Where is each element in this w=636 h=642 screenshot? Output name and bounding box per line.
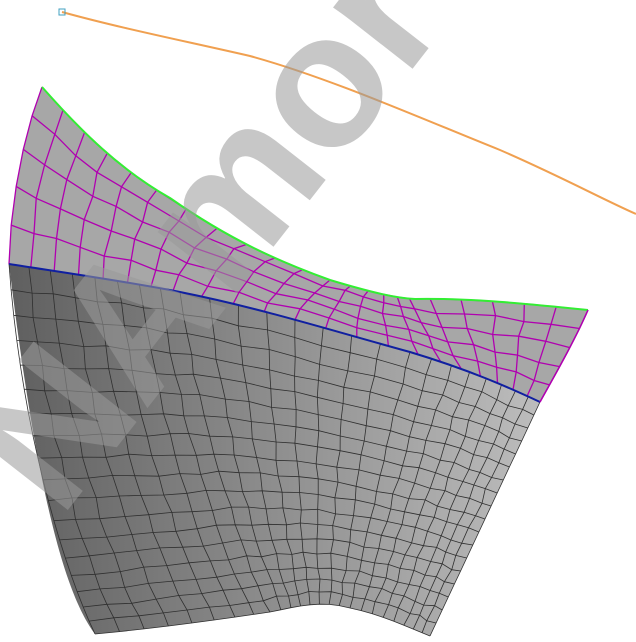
mesh-line	[53, 132, 86, 272]
mesh-line	[232, 257, 276, 305]
mesh-line	[126, 189, 158, 283]
mesh-line	[11, 289, 535, 416]
mesh-line	[201, 243, 247, 297]
mesh-line	[94, 603, 431, 637]
mesh-line	[77, 152, 108, 275]
mesh-line	[37, 453, 492, 507]
mesh-line	[24, 388, 510, 468]
mesh-line	[294, 279, 331, 321]
curve-start-handle[interactable]	[58, 8, 66, 16]
mesh-line	[59, 522, 467, 559]
mesh-line	[460, 299, 482, 377]
mesh-line	[172, 227, 218, 291]
mesh-line	[32, 433, 498, 494]
mesh-line	[10, 224, 550, 386]
mesh-line	[89, 591, 437, 624]
mesh-line	[71, 551, 455, 585]
mesh-line	[65, 538, 461, 572]
mesh-line	[491, 301, 499, 384]
interface-boundary-edge[interactable]	[8, 263, 541, 403]
mesh-line	[31, 115, 580, 330]
mesh-line	[8, 86, 43, 265]
mesh-line	[77, 566, 449, 598]
mesh-line	[429, 298, 463, 370]
mesh-line	[150, 208, 187, 287]
lower-mesh-region[interactable]	[9, 264, 540, 636]
mesh-line	[356, 290, 369, 338]
mesh-line	[408, 298, 442, 363]
mesh-line	[15, 185, 560, 368]
mesh-line	[30, 109, 64, 268]
mesh-line	[512, 303, 525, 390]
mesh-line	[28, 412, 504, 481]
mesh-line	[396, 296, 419, 355]
mesh-line	[325, 285, 351, 329]
mesh-line	[22, 148, 570, 349]
right-boundary-edge[interactable]	[539, 309, 589, 403]
mesh-line	[16, 340, 522, 442]
mesh-line	[20, 364, 516, 455]
mesh-line	[48, 489, 480, 533]
upper-mesh-region[interactable]	[9, 87, 588, 402]
mesh-line	[53, 506, 473, 546]
mesh-line	[526, 306, 557, 397]
mesh-line	[42, 470, 486, 520]
mesh-line	[102, 172, 132, 279]
top-boundary-edge[interactable]	[41, 86, 589, 311]
mesh-line	[13, 314, 528, 429]
mesh-line	[381, 294, 390, 347]
mesh-line	[83, 578, 443, 611]
lower-mesh-grid	[8, 263, 541, 637]
guide-curve[interactable]	[61, 11, 636, 215]
mesh-line	[263, 269, 303, 312]
